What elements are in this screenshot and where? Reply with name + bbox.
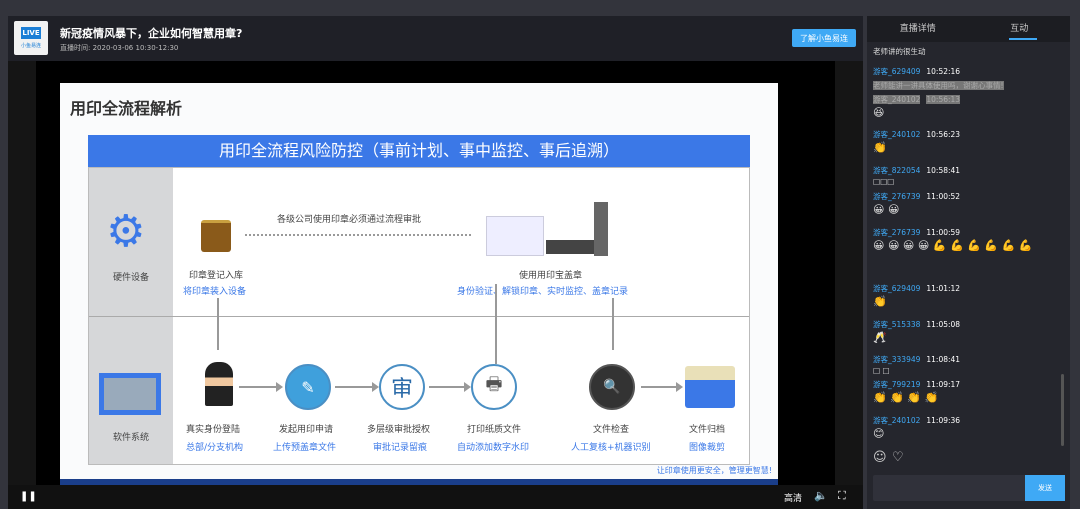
live-title: 新冠疫情风暴下，企业如何智慧用章? bbox=[60, 27, 243, 40]
slide-title: 用印全流程解析 bbox=[70, 99, 183, 118]
step-label: 真实身份登陆 bbox=[186, 425, 241, 435]
padlock-icon bbox=[201, 220, 231, 252]
fullscreen-icon[interactable]: ⛶ bbox=[838, 489, 846, 502]
video-area[interactable]: 用印全流程解析 用印全流程风险防控（事前计划、事中监控、事后追溯） ⚙ 硬件设备… bbox=[8, 61, 863, 485]
panel-tabs: 直播详情 互动 bbox=[867, 16, 1070, 42]
presentation-slide: 用印全流程解析 用印全流程风险防控（事前计划、事中监控、事后追溯） ⚙ 硬件设备… bbox=[60, 83, 778, 485]
step-sub: 审批记录留痕 bbox=[373, 443, 428, 453]
step-sub: 上传预盖章文件 bbox=[273, 443, 337, 453]
quality-selector[interactable]: 高清 bbox=[784, 494, 803, 504]
document-check-icon: 🔍 bbox=[589, 364, 635, 410]
step-sub: 自动添加数字水印 bbox=[457, 443, 530, 453]
step-sub: 总部/分支机构 bbox=[186, 443, 244, 453]
approve-icon: 审 bbox=[379, 364, 425, 410]
pen-icon: ✎ bbox=[285, 364, 331, 410]
stamp-sub: 身份验证、解锁印章、实时监控、盖章记录 bbox=[457, 287, 629, 297]
hardware-label: 硬件设备 bbox=[112, 273, 149, 283]
printer-icon: 🖶 bbox=[471, 364, 517, 410]
stamp-device-image bbox=[484, 192, 644, 260]
chat-input[interactable]: 发送 bbox=[873, 475, 1065, 501]
pause-icon[interactable]: ❚❚ bbox=[20, 491, 37, 502]
step-sub: 人工复核+机器识别 bbox=[571, 443, 651, 453]
emoji-icon[interactable]: ☺ bbox=[873, 450, 887, 465]
chat-scrollbar[interactable] bbox=[1061, 374, 1064, 446]
send-button[interactable]: 发送 bbox=[1025, 475, 1065, 501]
archive-tray-icon bbox=[685, 366, 735, 408]
learn-more-button[interactable]: 了解小鱼易连 bbox=[792, 29, 856, 47]
player-controls: ❚❚ 高清 🔈 ⛶ bbox=[8, 485, 863, 509]
step-sub: 图像裁剪 bbox=[689, 443, 726, 453]
user-avatar-icon bbox=[205, 362, 233, 406]
tab-interaction[interactable]: 互动 bbox=[969, 16, 1071, 42]
step-label: 打印纸质文件 bbox=[467, 425, 522, 435]
gear-icon: ⚙ bbox=[106, 206, 146, 257]
step-label: 文件归档 bbox=[689, 425, 726, 435]
approval-note: 各级公司使用印章必须通过流程审批 bbox=[277, 215, 422, 225]
register-sub: 将印章装入设备 bbox=[183, 287, 247, 297]
software-label: 软件系统 bbox=[112, 433, 149, 443]
monitor-icon bbox=[99, 373, 161, 415]
chat-message: 老师讲的很生动 bbox=[873, 47, 926, 56]
step-label: 多层级审批授权 bbox=[367, 425, 431, 435]
flow-diagram: ⚙ 硬件设备 软件系统 印章登记入库 将印章装入设备 各级公司使用印章必须通过流… bbox=[88, 167, 750, 465]
step-label: 发起用印申请 bbox=[279, 425, 334, 435]
slide-banner: 用印全流程风险防控（事前计划、事中监控、事后追溯） bbox=[88, 135, 750, 167]
slide-footer: 让印章使用更安全，管理更智慧! bbox=[656, 466, 772, 475]
live-time: 直播时间: 2020-03-06 10:30-12:30 bbox=[60, 44, 179, 52]
tab-live-details[interactable]: 直播详情 bbox=[899, 24, 936, 34]
stamp-label: 使用用印宝盖章 bbox=[519, 271, 583, 281]
heart-icon[interactable]: ♡ bbox=[892, 450, 904, 465]
volume-icon[interactable]: 🔈 bbox=[814, 489, 828, 502]
step-label: 文件检查 bbox=[593, 425, 630, 435]
register-label: 印章登记入库 bbox=[189, 271, 244, 281]
